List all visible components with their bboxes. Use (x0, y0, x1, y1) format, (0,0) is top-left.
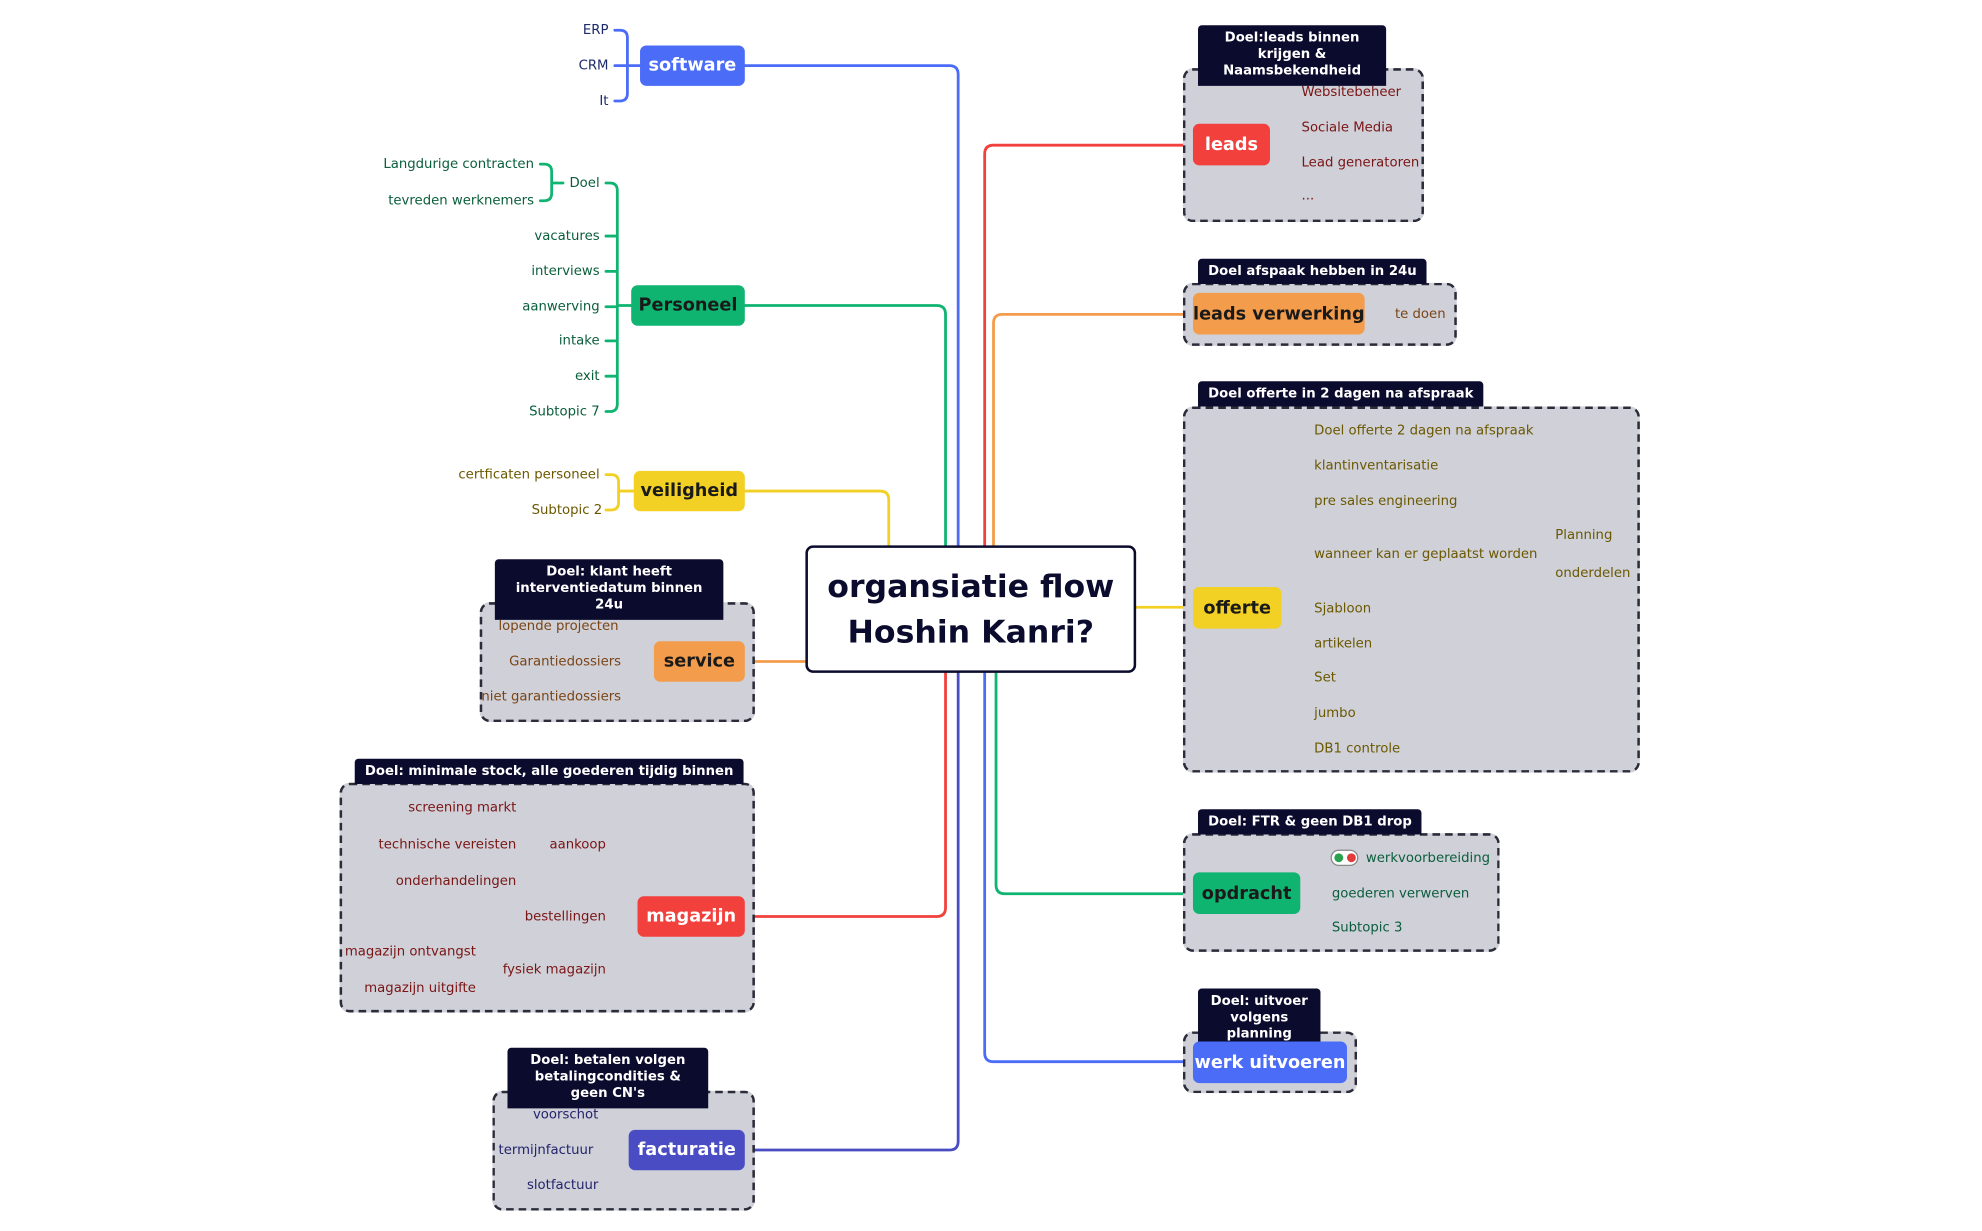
subtopic-ellipsis[interactable]: ... (1301, 188, 1315, 204)
subtopic-2[interactable]: Subtopic 2 (531, 502, 603, 518)
subtopic-it[interactable]: It (599, 93, 609, 109)
topic-facturatie[interactable]: facturatie (628, 1129, 745, 1171)
subtopic-crm[interactable]: CRM (578, 58, 609, 74)
subtopic-interviews[interactable]: interviews (531, 263, 600, 279)
subtopic-erp[interactable]: ERP (582, 22, 609, 38)
connector-opdracht (994, 671, 1195, 896)
connector-veiligheid (743, 489, 891, 547)
subtopic-magazijn-uitgifte[interactable]: magazijn uitgifte (364, 980, 476, 997)
subtopic-exit[interactable]: exit (574, 368, 600, 384)
subtopic-aanwerving[interactable]: aanwerving (522, 299, 600, 315)
goal-label-leads-verwerking: Doel afspaak hebben in 24u (1198, 258, 1427, 285)
subtopic-niet-garantiedossiers[interactable]: niet garantiedossiers (481, 689, 622, 705)
subtopic-lopende-projecten[interactable]: lopende projecten (498, 618, 619, 634)
subtopic-doel[interactable]: Doel (569, 175, 600, 191)
topic-offerte[interactable]: offerte (1192, 587, 1282, 629)
connector-leads (983, 143, 1195, 547)
topic-werk-uitvoeren[interactable]: werk uitvoeren (1192, 1041, 1347, 1084)
subtopic-certficaten-personeel[interactable]: certficaten personeel (458, 467, 600, 483)
subtopic-wanneer-geplaatst[interactable]: wanneer kan er geplaatst worden (1314, 546, 1538, 562)
connector-facturatie (743, 671, 960, 1152)
connector-personeel (743, 304, 947, 547)
subtopic-7[interactable]: Subtopic 7 (529, 403, 600, 420)
subtopic-onderhandelingen[interactable]: onderhandelingen (395, 873, 517, 889)
subtopic-slotfactuur[interactable]: slotfactuur (526, 1177, 599, 1193)
subtopic-klantinventarisatie[interactable]: klantinventarisatie (1314, 458, 1439, 474)
central-topic[interactable]: organsiatie flow Hoshin Kanri? (805, 545, 1137, 673)
goal-label-magazijn: Doel: minimale stock, alle goederen tijd… (354, 758, 744, 784)
subtopic-fysiek-magazijn[interactable]: fysiek magazijn (502, 961, 606, 978)
subtopic-te-doen[interactable]: te doen (1394, 306, 1446, 322)
topic-opdracht[interactable]: opdracht (1192, 872, 1301, 914)
subtopic-artikelen[interactable]: artikelen (1314, 636, 1373, 652)
central-topic-line-2: Hoshin Kanri? (847, 612, 1095, 650)
goal-label-offerte: Doel offerte in 2 dagen na afspraak (1198, 381, 1484, 407)
subtopic-set[interactable]: Set (1314, 670, 1336, 686)
task-status-icon (1330, 849, 1359, 867)
goal-label-service: Doel: klant heeft interventiedatum binne… (494, 559, 724, 620)
subtopic-planning[interactable]: Planning (1555, 527, 1613, 543)
subtopic-websitebeheer[interactable]: Websitebeheer (1301, 84, 1402, 100)
connector-leads-verwerking (992, 312, 1195, 547)
topic-leads-verwerking[interactable]: leads verwerking (1192, 292, 1365, 335)
topic-service[interactable]: service (653, 641, 745, 682)
topic-leads[interactable]: leads (1192, 123, 1270, 166)
topic-veiligheid[interactable]: veiligheid (633, 470, 745, 512)
subtopic-3[interactable]: Subtopic 3 (1331, 920, 1403, 936)
subtopic-tevreden-werknemers[interactable]: tevreden werknemers (388, 193, 534, 209)
goal-label-leads: Doel:leads binnen krijgen & Naamsbekendh… (1198, 25, 1387, 86)
subtopic-doel-offerte[interactable]: Doel offerte 2 dagen na afspraak (1314, 422, 1534, 439)
goal-label-opdracht: Doel: FTR & geen DB1 drop (1198, 809, 1422, 835)
subtopic-vacatures[interactable]: vacatures (534, 228, 600, 244)
subtopic-voorschot[interactable]: voorschot (532, 1107, 599, 1123)
subtopic-pre-sales-engineering[interactable]: pre sales engineering (1314, 493, 1458, 509)
subtopic-technische-vereisten[interactable]: technische vereisten (378, 836, 517, 853)
topic-software[interactable]: software (640, 45, 745, 86)
subtopic-onderdelen[interactable]: onderdelen (1555, 565, 1631, 581)
goal-label-werk: Doel: uitvoer volgens planning (1198, 988, 1321, 1050)
subtopic-termijnfactuur[interactable]: termijnfactuur (498, 1142, 594, 1158)
subtopic-screening-markt[interactable]: screening markt (408, 800, 517, 816)
subtopic-lead-generatoren[interactable]: Lead generatoren (1301, 155, 1420, 171)
topic-personeel[interactable]: Personeel (631, 285, 745, 326)
subtopic-sjabloon[interactable]: Sjabloon (1314, 600, 1372, 617)
subtopic-intake[interactable]: intake (558, 333, 600, 349)
subtopic-aankoop[interactable]: aankoop (549, 836, 606, 853)
subtopic-goederen-verwerven[interactable]: goederen verwerven (1331, 886, 1470, 902)
subtopic-langdurige-contracten[interactable]: Langdurige contracten (383, 156, 534, 172)
subtopic-garantiedossiers[interactable]: Garantiedossiers (509, 653, 622, 670)
subtopic-sociale-media[interactable]: Sociale Media (1301, 119, 1394, 136)
goal-label-facturatie: Doel: betalen volgen betalingcondities &… (507, 1047, 709, 1109)
connector-magazijn (743, 671, 947, 918)
subtopic-jumbo[interactable]: jumbo (1314, 705, 1356, 721)
central-topic-line-1: organsiatie flow (827, 567, 1115, 605)
subtopic-bestellingen[interactable]: bestellingen (524, 908, 606, 925)
subtopic-werkvoorbereiding[interactable]: werkvoorbereiding (1365, 850, 1491, 867)
connector-werk (983, 671, 1195, 1064)
topic-magazijn[interactable]: magazijn (637, 896, 745, 937)
subtopic-db1-controle[interactable]: DB1 controle (1314, 741, 1401, 757)
connector-software (743, 64, 960, 547)
subtopic-magazijn-ontvangst[interactable]: magazijn ontvangst (344, 944, 476, 960)
